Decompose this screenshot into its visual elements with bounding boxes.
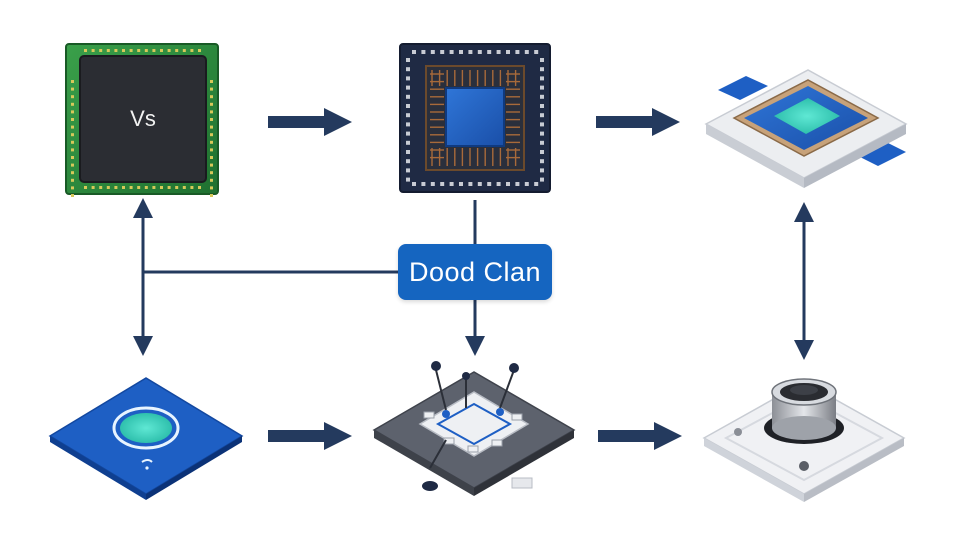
arrow-right-icon	[268, 108, 352, 136]
arrow-down-icon	[465, 300, 485, 356]
integrated-circuit-icon: Vs	[65, 43, 219, 197]
processor-die-icon	[399, 43, 551, 193]
arrow-right-icon	[596, 108, 680, 136]
arrow-right-icon	[268, 422, 352, 450]
center-label: Dood Clan	[398, 244, 552, 300]
double-arrow-vertical-icon	[133, 198, 153, 356]
camera-module-icon	[702, 378, 906, 502]
probe-assembly-icon	[372, 361, 576, 496]
connectors	[133, 108, 814, 450]
sensor-pad-icon	[48, 377, 244, 500]
double-arrow-vertical-icon	[794, 202, 814, 360]
arrow-right-icon	[598, 422, 682, 450]
heat-spreader-icon	[704, 69, 908, 188]
chip-label: Vs	[130, 106, 156, 131]
